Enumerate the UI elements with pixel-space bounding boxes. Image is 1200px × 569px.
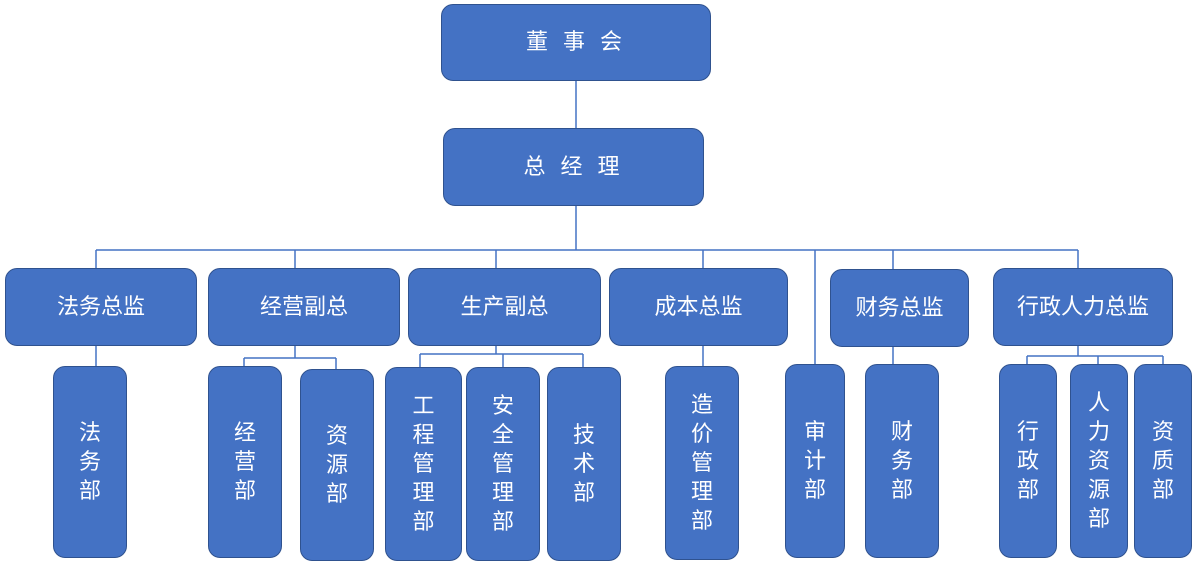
legal-director-label: 法务总监 — [56, 294, 145, 320]
engineering-dept-node: 工程管理部 — [385, 367, 462, 561]
cost-director-label: 成本总监 — [654, 294, 743, 320]
board-label: 董 事 会 — [526, 30, 626, 55]
board-node: 董 事 会 — [441, 4, 711, 81]
pricing-dept-label: 造价管理部 — [690, 392, 713, 534]
business-dept-label: 经营部 — [233, 420, 256, 504]
general-manager-node: 总 经 理 — [443, 128, 704, 206]
legal-director-node: 法务总监 — [5, 268, 197, 346]
finance-director-node: 财务总监 — [830, 269, 969, 347]
admin-hr-director-label: 行政人力总监 — [1016, 294, 1149, 320]
finance-director-label: 财务总监 — [855, 295, 944, 321]
business-vp-node: 经营副总 — [208, 268, 400, 346]
resource-dept-label: 资源部 — [325, 423, 348, 507]
cost-director-node: 成本总监 — [609, 268, 788, 346]
audit-dept-label: 审计部 — [803, 419, 826, 503]
general-manager-label: 总 经 理 — [523, 154, 624, 180]
admin-dept-label: 行政部 — [1016, 419, 1039, 503]
pricing-dept-node: 造价管理部 — [665, 366, 739, 560]
safety-dept-label: 安全管理部 — [491, 393, 514, 535]
legal-dept-node: 法务部 — [53, 366, 127, 558]
engineering-dept-label: 工程管理部 — [412, 393, 435, 535]
technology-dept-node: 技术部 — [547, 367, 621, 561]
safety-dept-node: 安全管理部 — [466, 367, 540, 561]
production-vp-label: 生产副总 — [460, 294, 549, 320]
technology-dept-label: 技术部 — [572, 422, 595, 506]
finance-dept-node: 财务部 — [865, 364, 939, 558]
resource-dept-node: 资源部 — [300, 369, 374, 561]
qualification-dept-label: 资质部 — [1151, 419, 1174, 503]
qualification-dept-node: 资质部 — [1134, 364, 1192, 558]
admin-dept-node: 行政部 — [999, 364, 1057, 558]
legal-dept-label: 法务部 — [78, 420, 101, 504]
admin-hr-director-node: 行政人力总监 — [993, 268, 1173, 346]
finance-dept-label: 财务部 — [890, 419, 913, 503]
hr-dept-node: 人力资源部 — [1070, 364, 1128, 558]
audit-dept-node: 审计部 — [785, 364, 845, 558]
hr-dept-label: 人力资源部 — [1087, 390, 1110, 532]
business-dept-node: 经营部 — [208, 366, 282, 558]
production-vp-node: 生产副总 — [408, 268, 601, 346]
business-vp-label: 经营副总 — [259, 294, 348, 320]
